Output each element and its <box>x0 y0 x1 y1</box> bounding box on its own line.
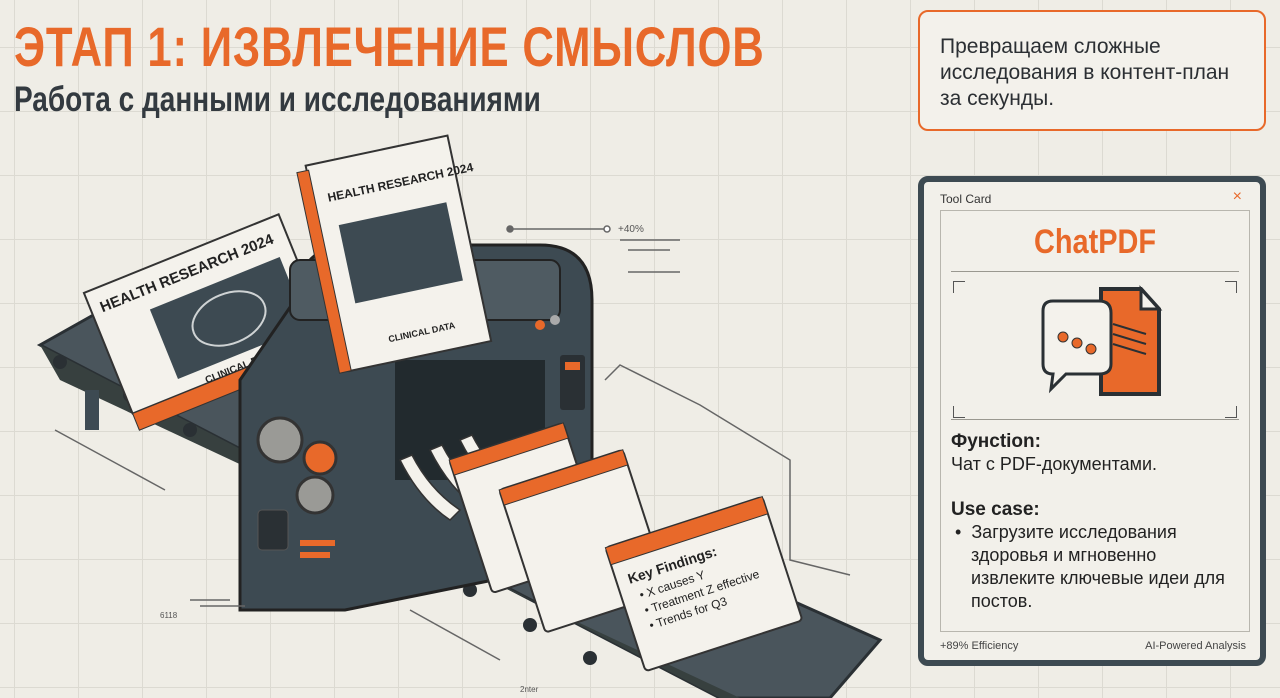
chat-pdf-icon <box>1041 285 1163 396</box>
tagline-box: Превращаем сложные исследования в контен… <box>918 10 1266 131</box>
use-case-item: • Загрузите исследования здоровья и мгно… <box>955 522 1225 611</box>
shredder-illustration: HEALTH RESEARCH 2024 CLINICAL DATA HEALT… <box>36 134 883 698</box>
use-case-label: Use case: <box>951 499 1040 520</box>
page-subtitle: Работа с данными и исследованиями <box>14 80 541 119</box>
annotation-bottom: 2nter <box>520 685 539 694</box>
gear-icon <box>295 475 335 515</box>
tool-name: ChatPDF <box>1033 223 1157 261</box>
key-findings-card: Key Findings: • X causes Y • Treatment Z… <box>604 496 803 672</box>
gear-icon <box>256 416 304 464</box>
function-label: Фунction: <box>951 431 1041 452</box>
close-icon[interactable]: × <box>1232 188 1242 205</box>
tool-card: Tool Card × ChatPDF Фунction: Чат с PDF-… <box>918 176 1266 666</box>
footer-ai: AI-Powered Analysis <box>1145 640 1246 652</box>
output-cards: Key Findings: • X causes Y • Treatment Z… <box>448 422 803 672</box>
tool-card-header: Tool Card <box>940 192 992 206</box>
book-upright: HEALTH RESEARCH 2024 CLINICAL DATA <box>296 134 493 374</box>
annotation-number: 6118 <box>160 611 178 620</box>
page-title: ЭТАП 1: ИЗВЛЕЧЕНИЕ СМЫСЛОВ <box>14 15 765 78</box>
gear-icon <box>302 440 338 476</box>
function-text: Чат с PDF-документами. <box>951 454 1158 474</box>
annotation-percent: +40% <box>618 224 644 235</box>
footer-efficiency: +89% Efficiency <box>940 640 1019 652</box>
annotation-lines <box>54 225 851 661</box>
